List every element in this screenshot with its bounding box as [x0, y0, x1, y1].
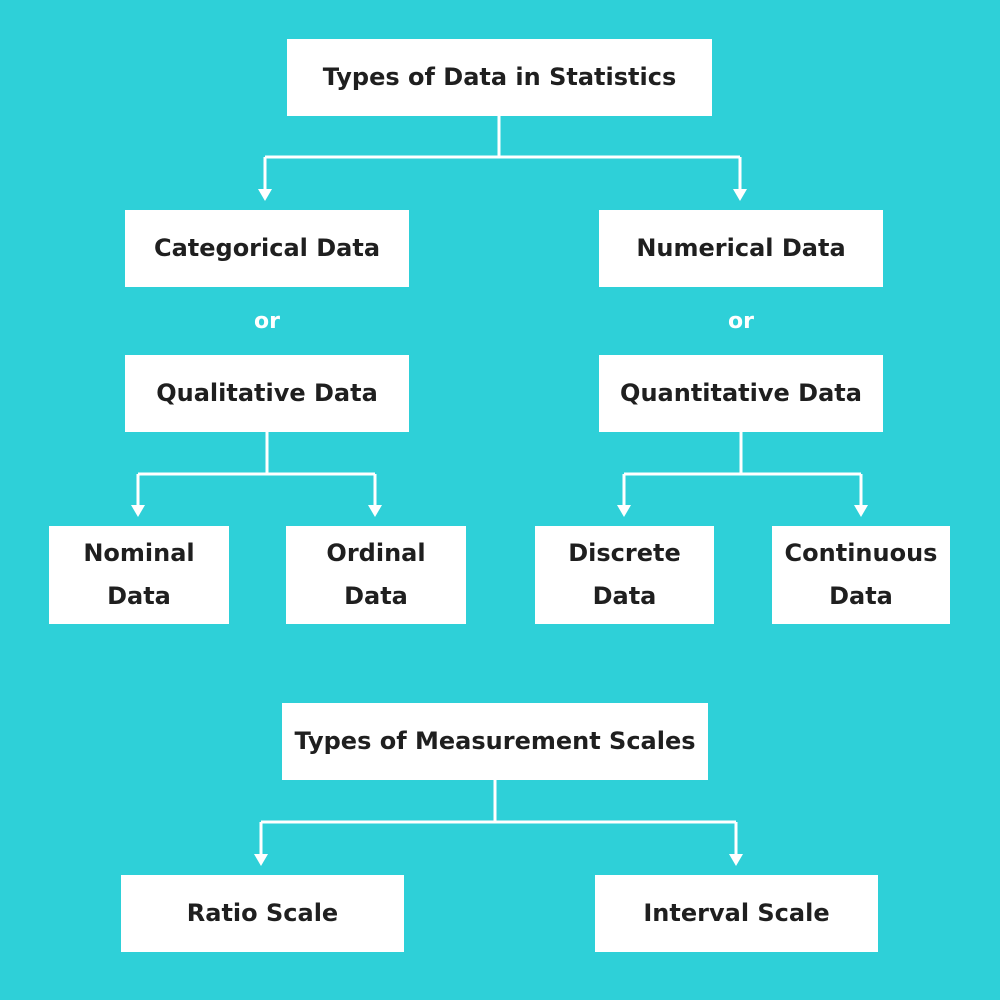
box-qualitative-data: Qualitative Data [125, 355, 409, 432]
discrete-data-label: Discrete Data [568, 539, 681, 610]
nominal-data-label: Nominal Data [83, 539, 195, 610]
or-label-right: or [728, 309, 754, 334]
arrowhead-ratio [254, 854, 268, 866]
qualitative-data-label: Qualitative Data [156, 379, 378, 407]
ratio-scale-label: Ratio Scale [186, 899, 339, 927]
box-numerical-data: Numerical Data [599, 210, 883, 287]
box-ordinal-data: Ordinal Data [286, 526, 466, 624]
arrowhead-interval [729, 854, 743, 866]
box-interval-scale: Interval Scale [595, 875, 878, 952]
box-measurement-scales-title: Types of Measurement Scales [282, 703, 708, 780]
box-ratio-scale: Ratio Scale [121, 875, 404, 952]
ordinal-data-label: Ordinal Data [326, 539, 426, 610]
box-types-of-data-title: Types of Data in Statistics [287, 39, 712, 116]
box-continuous-data: Continuous Data [772, 526, 950, 624]
arrowhead-categorical [258, 189, 272, 201]
interval-scale-label: Interval Scale [643, 899, 830, 927]
or-label-left: or [254, 309, 280, 334]
numerical-data-label: Numerical Data [636, 234, 846, 262]
arrowhead-discrete [617, 505, 631, 517]
arrowhead-nominal [131, 505, 145, 517]
box-discrete-data: Discrete Data [535, 526, 714, 624]
arrowhead-continuous [854, 505, 868, 517]
types-of-data-title: Types of Data in Statistics [322, 63, 677, 91]
box-categorical-data: Categorical Data [125, 210, 409, 287]
quantitative-data-label: Quantitative Data [620, 379, 862, 407]
box-quantitative-data: Quantitative Data [599, 355, 883, 432]
measurement-scales-title: Types of Measurement Scales [294, 727, 696, 755]
continuous-data-label: Continuous Data [784, 539, 938, 610]
arrowhead-numerical [733, 189, 747, 201]
arrowhead-ordinal [368, 505, 382, 517]
box-nominal-data: Nominal Data [49, 526, 229, 624]
categorical-data-label: Categorical Data [153, 234, 381, 262]
